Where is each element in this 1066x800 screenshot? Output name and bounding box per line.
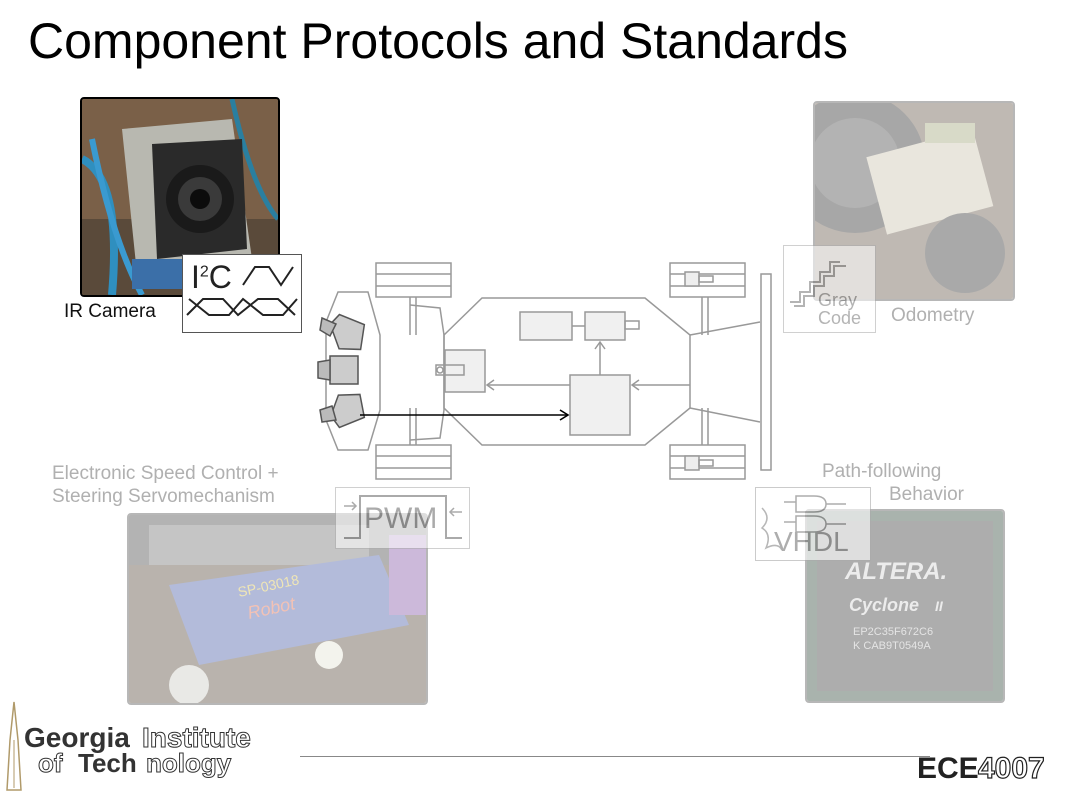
vehicle-block-diagram (317, 262, 772, 480)
odometry-illustration (815, 103, 1013, 299)
gray-code-label-line1: Gray (818, 290, 858, 310)
front-left-wheel (375, 262, 452, 298)
esc-caption-line1: Electronic Speed Control + (52, 463, 279, 484)
esc-caption-line2: Steering Servomechanism (52, 486, 275, 507)
i2c-protocol-box: I2C (182, 254, 302, 333)
rear-right-wheel (669, 444, 746, 480)
logo-georgia: Georgia (24, 722, 130, 753)
logo-institute: Institute (142, 722, 252, 754)
pwm-label: PWM (364, 502, 438, 535)
motor-block (519, 311, 573, 341)
path-caption-line1: Path-following (822, 461, 942, 482)
fpga-chip-part: EP2C35F672C6 (853, 626, 933, 638)
course-code-ece: ECE (917, 752, 979, 785)
fpga-chip-family: Cyclone (849, 595, 919, 615)
camera-to-controller-arrow (360, 409, 570, 421)
ir-camera-caption: IR Camera (64, 301, 156, 322)
vhdl-label: VHDL (774, 526, 849, 557)
controller-block (569, 374, 631, 436)
pwm-waveform-icon (344, 495, 462, 539)
rear-left-wheel (669, 262, 746, 298)
gray-code-protocol-box: Gray Code (783, 245, 876, 333)
logo-of: of (38, 748, 64, 779)
i2c-label: I2C (191, 259, 232, 295)
fpga-chip-brand: ALTERA. (844, 558, 947, 585)
logo-tech: Tech (78, 748, 137, 778)
footer-rule (300, 756, 930, 757)
steering-servo-block (444, 349, 486, 393)
gray-code-waveform-icon (790, 261, 846, 307)
gray-code-label-line2: Code (818, 308, 862, 328)
pwm-protocol-box: PWM (335, 487, 470, 549)
i2c-waveform-icon (186, 266, 298, 317)
slide-title: Component Protocols and Standards (28, 13, 848, 69)
vhdl-protocol-box: VHDL (755, 487, 871, 561)
logo-nology: nology (145, 748, 232, 779)
course-code-number: 4007 (977, 751, 1045, 785)
esc-block (584, 311, 626, 341)
odometry-caption: Odometry (891, 305, 975, 326)
path-caption-line2: Behavior (889, 484, 964, 505)
fpga-chip-family-suffix: II (935, 598, 944, 614)
ir-camera-sensors (317, 313, 366, 429)
fpga-chip-lot: K CAB9T0549A (853, 640, 931, 652)
logic-gate-icon (760, 495, 846, 551)
front-right-wheel (375, 444, 452, 480)
tower-logo-icon (6, 701, 22, 791)
odometry-photo (813, 101, 1015, 301)
vehicle-front-nose (325, 291, 381, 451)
encoder-bar (760, 273, 772, 471)
